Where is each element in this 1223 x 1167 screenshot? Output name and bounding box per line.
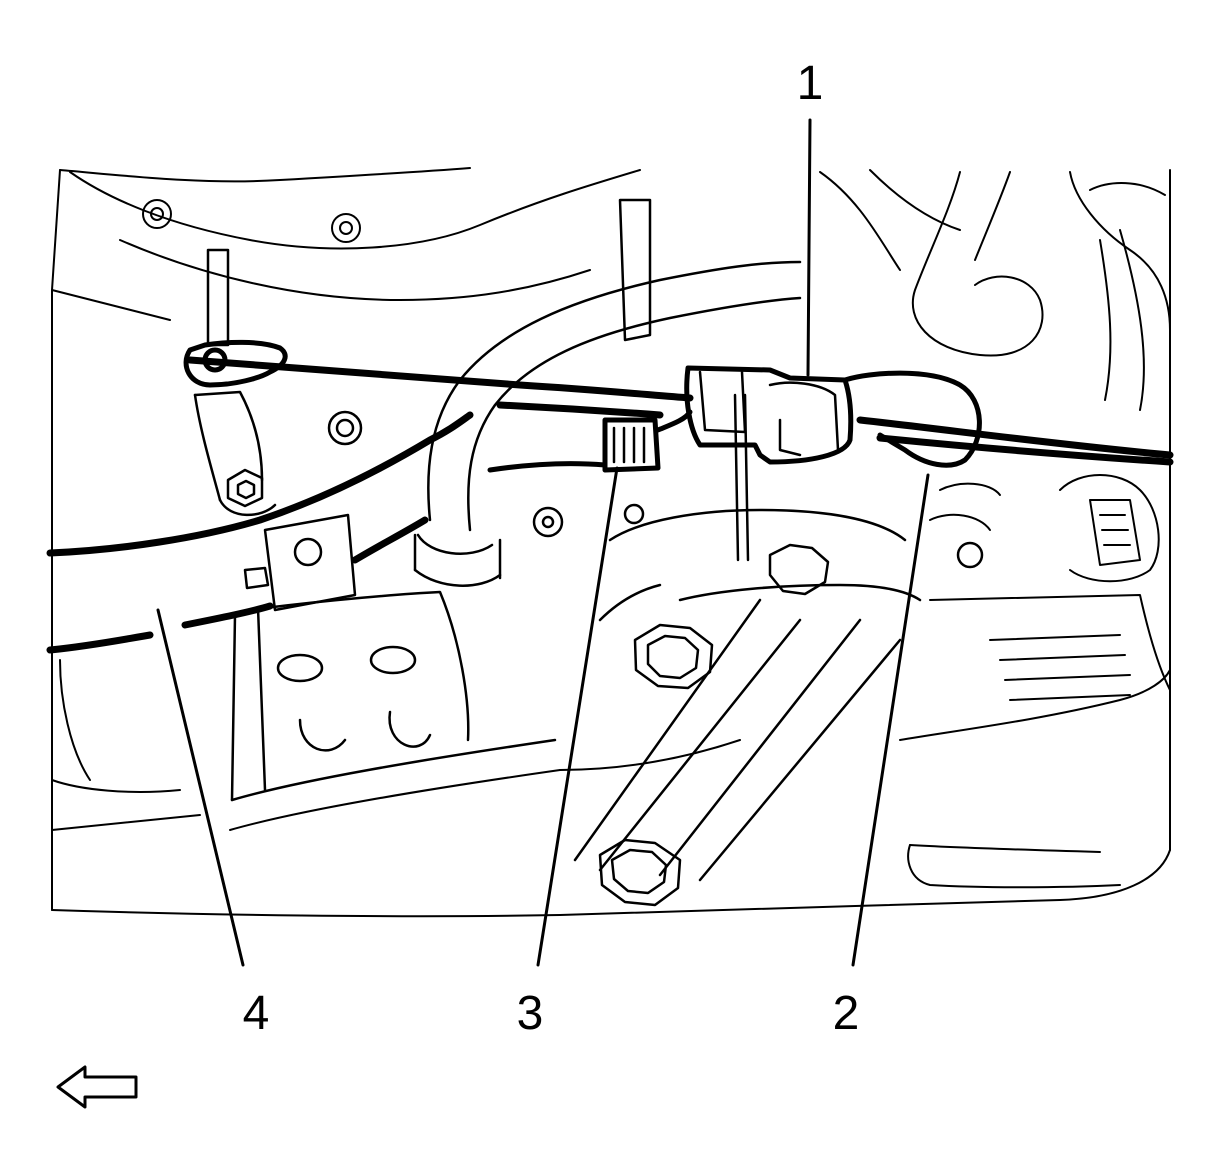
callout-4: 4 bbox=[242, 987, 270, 1040]
leader-line-1 bbox=[806, 118, 812, 377]
right-side-components bbox=[929, 474, 1160, 583]
leader-line-2 bbox=[851, 473, 930, 967]
cable-tie-clamps bbox=[206, 198, 652, 590]
engine-housing-outline bbox=[51, 167, 1171, 918]
shift-lever-bracket bbox=[193, 390, 277, 517]
callout-3: 3 bbox=[516, 987, 544, 1040]
shift-cable bbox=[46, 356, 1174, 557]
oil-pan bbox=[51, 594, 1171, 889]
cable-end-ball-joint bbox=[183, 339, 288, 388]
cable-retaining-clip bbox=[487, 409, 693, 473]
coolant-hose bbox=[413, 260, 802, 587]
mounting-bracket bbox=[230, 513, 557, 802]
cable-connector bbox=[684, 365, 982, 562]
callout-leaders bbox=[156, 118, 930, 967]
select-cable bbox=[46, 516, 429, 654]
transmission-mount bbox=[327, 410, 984, 907]
leader-line-4 bbox=[156, 608, 245, 967]
left-arrow-icon bbox=[56, 1065, 138, 1109]
callout-1: 1 bbox=[796, 57, 824, 110]
leader-line-3 bbox=[536, 466, 619, 967]
callout-2: 2 bbox=[832, 987, 860, 1040]
